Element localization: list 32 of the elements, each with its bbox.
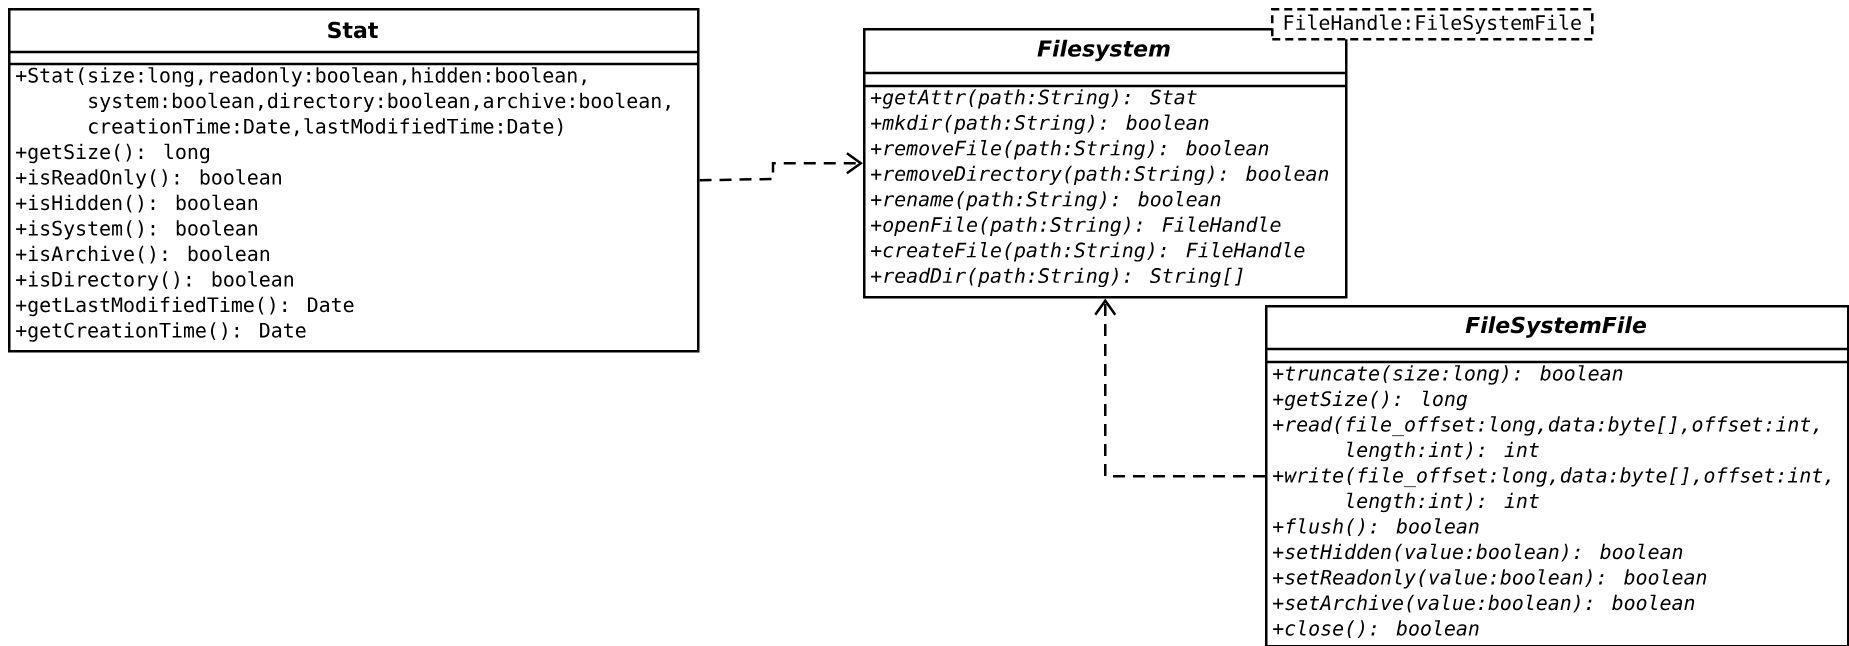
class-name: Stat: [328, 21, 378, 39]
class-name: FileSystemFile: [1465, 316, 1647, 338]
operation: +mkdir(path:String): boolean: [871, 114, 1209, 135]
operation: +getSize(): long: [1273, 390, 1467, 411]
operation: +write(file_offset:long,data:byte[],offset:int, length:int): int: [1273, 467, 1830, 513]
operation: +getSize(): long: [16, 143, 209, 164]
operation: +removeDirectory(path:String): boolean: [871, 165, 1329, 186]
operation: +flush(): boolean: [1273, 518, 1479, 537]
operation: +setArchive(value:boolean): boolean: [1273, 594, 1695, 613]
operation: +getCreationTime(): Date: [16, 322, 306, 342]
class-name: Filesystem: [1037, 39, 1170, 62]
operation: +openFile(path:String): FileHandle: [871, 216, 1281, 237]
operation: +createFile(path:String): FileHandle: [871, 242, 1305, 262]
template-box: FileHandle:FileSystemFile: [1271, 8, 1594, 41]
operation: +getAttr(path:String): Stat: [871, 89, 1197, 109]
dashed-arrow: [1094, 298, 1265, 478]
operation: +readDir(path:String): String[]: [871, 267, 1243, 288]
operation: +Stat(size:long,readonly:boolean,hidden:boolean, system:boolean,directory:boolean,archive:boolean, creationTime:Date,lastModifiedTime:Date): [16, 67, 670, 137]
operation: +isHidden(): boolean: [16, 194, 257, 213]
operation: +rename(path:String): boolean: [871, 191, 1221, 211]
operation: +close(): boolean: [1273, 620, 1479, 639]
operation: +removeFile(path:String): boolean: [871, 140, 1269, 160]
operation: +isReadOnly(): boolean: [16, 169, 281, 189]
operation: +setHidden(value:boolean): boolean: [1273, 543, 1683, 562]
dashed-arrow: [699, 152, 863, 182]
operation: +setReadonly(value:boolean): boolean: [1273, 569, 1707, 589]
operation: +isDirectory(): boolean: [16, 271, 293, 291]
operation: +isArchive(): boolean: [16, 245, 269, 264]
operation: +read(file_offset:long,data:byte[],offset:int, length:int): int: [1273, 416, 1818, 462]
operation: +getLastModifiedTime(): Date: [16, 296, 354, 317]
operation: +isSystem(): boolean: [16, 220, 257, 240]
operation: +truncate(size:long): boolean: [1273, 365, 1623, 385]
